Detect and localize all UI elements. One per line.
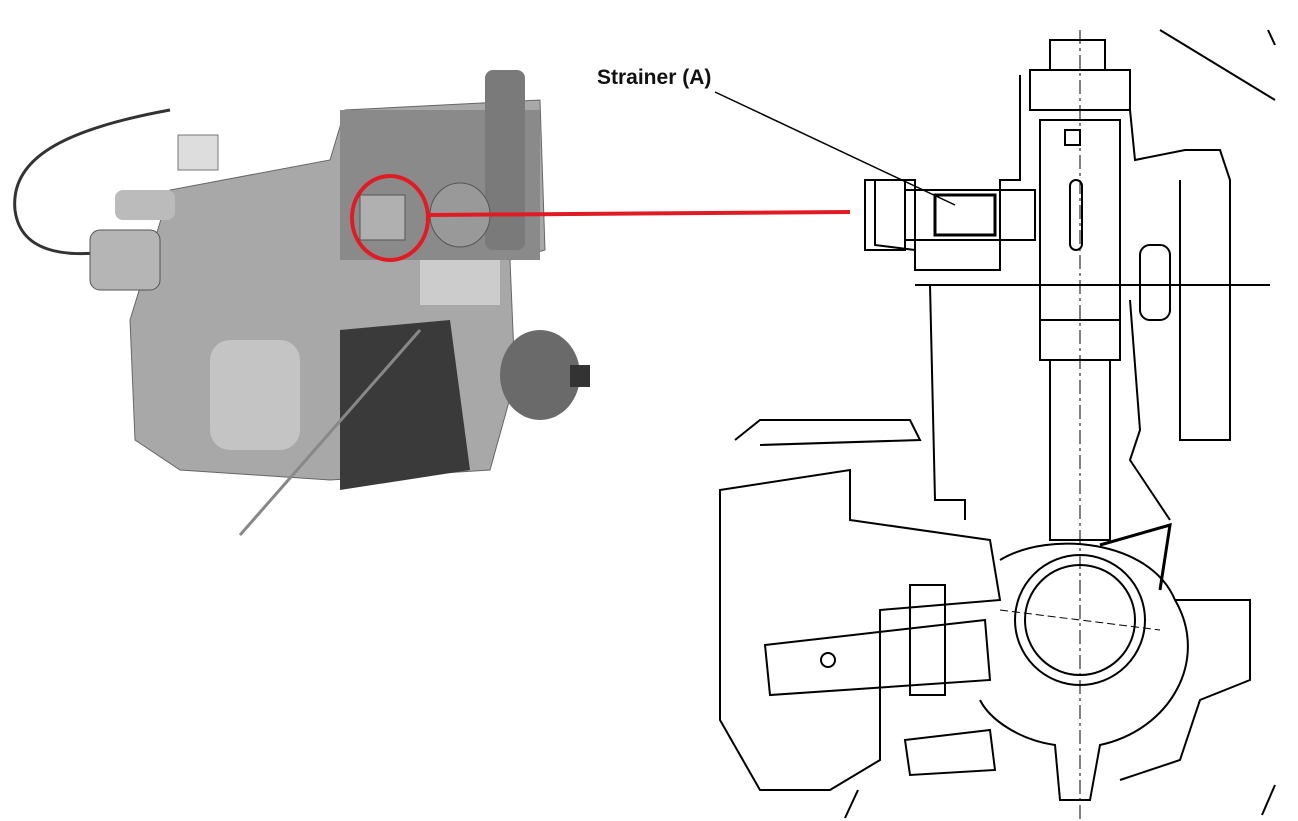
highlight-connector-line [429, 210, 851, 217]
strainer-leader-line [714, 91, 956, 206]
fuel-injection-pump-photo [13, 70, 590, 536]
strainer-highlight-circle [350, 174, 430, 262]
strainer-label: Strainer (A) [597, 66, 712, 89]
pump-cross-section-drawing [719, 29, 1276, 820]
